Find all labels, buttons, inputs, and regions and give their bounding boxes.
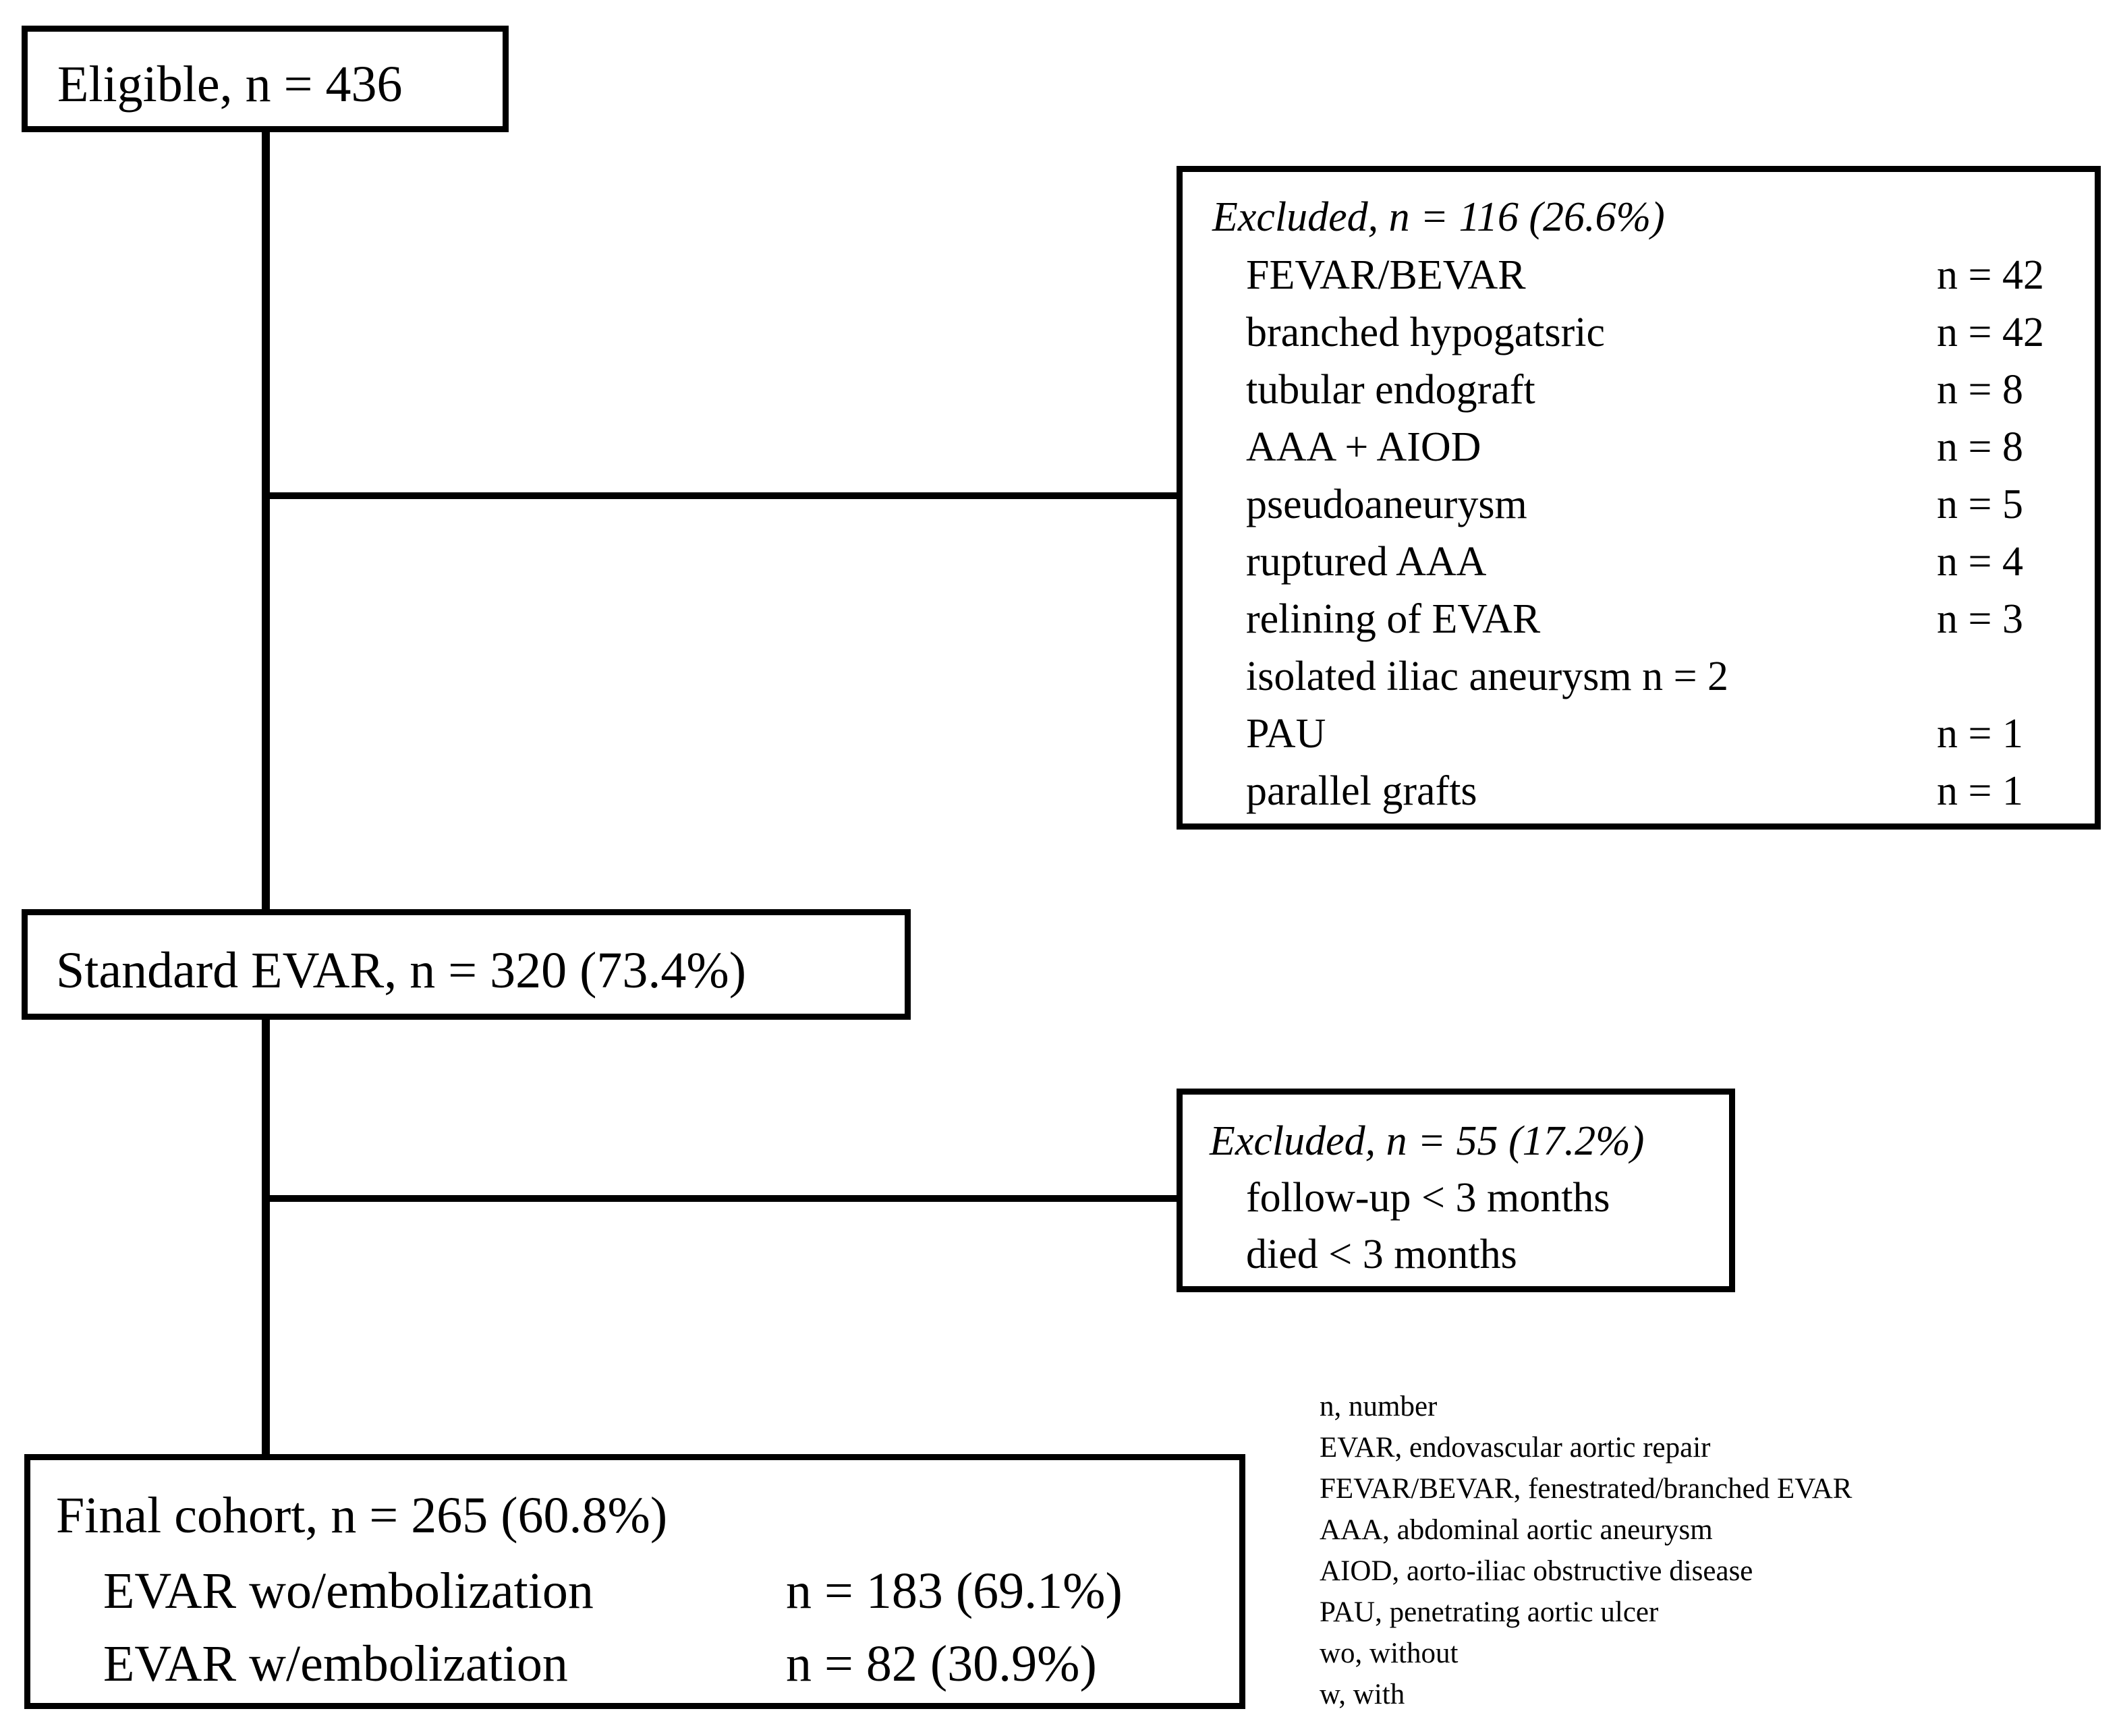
- excluded-1-item-label: pseudoaneurysm: [1246, 482, 1527, 527]
- legend-line: FEVAR/BEVAR, fenestrated/branched EVAR: [1320, 1473, 1853, 1505]
- final-row-label: EVAR w/embolization: [103, 1636, 568, 1692]
- main-trunk-line-2: [262, 1012, 270, 1457]
- final-cohort-box: Final cohort, n = 265 (60.8%) EVAR wo/em…: [24, 1454, 1245, 1709]
- legend-line: AAA, abdominal aortic aneurysm: [1320, 1514, 1713, 1546]
- excluded-1-item-label: parallel grafts: [1246, 768, 1477, 814]
- legend-line: EVAR, endovascular aortic repair: [1320, 1432, 1711, 1464]
- excluded-1-item-count: n = 3: [1937, 596, 2023, 642]
- excluded-1-item-count: n = 1: [1937, 768, 2023, 814]
- excluded-1-title: Excluded, n = 116 (26.6%): [1212, 194, 1665, 240]
- excluded-1-item-label: PAU: [1246, 711, 1326, 757]
- excluded-1-item-label: branched hypogatsric: [1246, 310, 1605, 355]
- legend-line: PAU, penetrating aortic ulcer: [1320, 1596, 1659, 1628]
- excluded-1-item-count: n = 8: [1937, 424, 2023, 470]
- excluded-1-item-count: n = 8: [1937, 367, 2023, 413]
- excluded-1-item-count: n = 4: [1937, 539, 2023, 585]
- legend-line: wo, without: [1320, 1638, 1459, 1669]
- standard-evar-text: Standard EVAR, n = 320 (73.4%): [56, 942, 747, 999]
- excluded-2-title: Excluded, n = 55 (17.2%): [1210, 1118, 1645, 1164]
- legend-line: w, with: [1320, 1679, 1405, 1710]
- excluded-1-item-label: tubular endograft: [1246, 367, 1535, 413]
- standard-evar-box: Standard EVAR, n = 320 (73.4%): [22, 909, 911, 1020]
- excluded-1-item-count: n = 1: [1937, 711, 2023, 757]
- excluded-1-item-count: n = 42: [1937, 310, 2044, 355]
- final-row-count: n = 183 (69.1%): [786, 1563, 1123, 1619]
- excluded-1-item-label: FEVAR/BEVAR: [1246, 252, 1526, 298]
- excluded-1-item-label: AAA + AIOD: [1246, 424, 1481, 470]
- branch-line-excluded-1: [262, 492, 1178, 499]
- excluded-1-item-label: isolated iliac aneurysm n = 2: [1246, 654, 1729, 699]
- eligible-box: Eligible, n = 436: [22, 26, 509, 132]
- final-row-count: n = 82 (30.9%): [786, 1636, 1097, 1692]
- final-cohort-title: Final cohort, n = 265 (60.8%): [56, 1487, 668, 1544]
- main-trunk-line-1: [262, 131, 270, 920]
- branch-line-excluded-2: [262, 1195, 1178, 1202]
- legend-line: AIOD, aorto-iliac obstructive disease: [1320, 1555, 1753, 1587]
- excluded-1-item-label: ruptured AAA: [1246, 539, 1487, 585]
- excluded-1-item-count: n = 5: [1937, 482, 2023, 527]
- legend-line: n, number: [1320, 1391, 1438, 1422]
- eligible-text: Eligible, n = 436: [57, 56, 403, 113]
- excluded-1-item-count: n = 42: [1937, 252, 2044, 298]
- excluded-1-item-label: relining of EVAR: [1246, 596, 1541, 642]
- excluded-box-2: Excluded, n = 55 (17.2%) follow-up < 3 m…: [1177, 1089, 1735, 1292]
- excluded-2-item: follow-up < 3 months: [1246, 1175, 1610, 1221]
- final-row-label: EVAR wo/embolization: [103, 1563, 594, 1619]
- excluded-box-1: Excluded, n = 116 (26.6%) FEVAR/BEVAR n =…: [1177, 166, 2101, 830]
- excluded-2-item: died < 3 months: [1246, 1232, 1517, 1277]
